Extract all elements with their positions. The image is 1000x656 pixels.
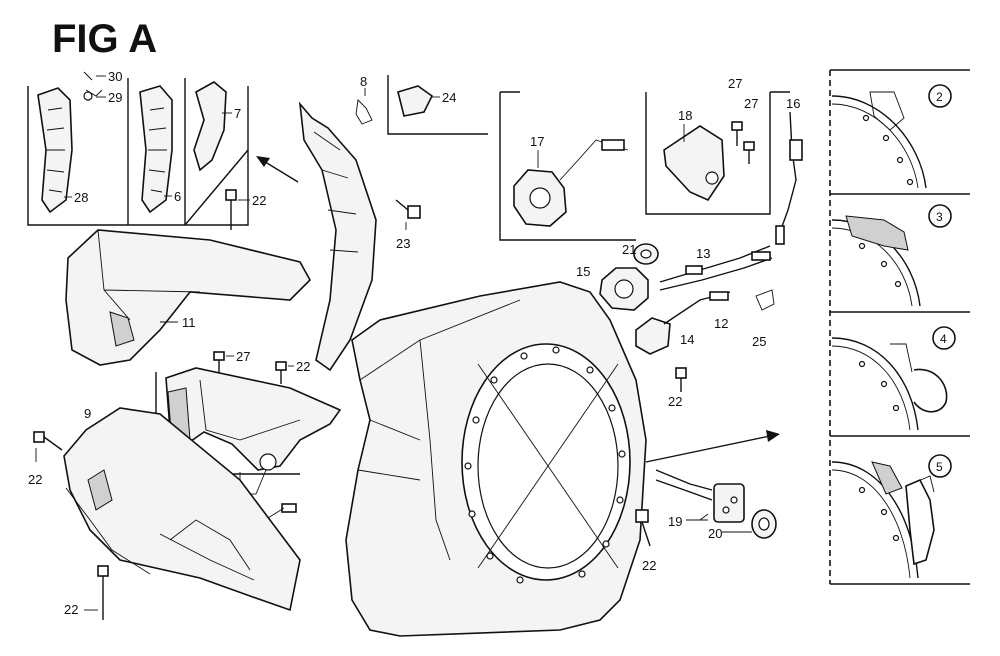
callout-circle-2 [928, 84, 952, 108]
label-9: 9 [84, 406, 91, 421]
callout-4: 4 [940, 332, 947, 346]
clip-part-24-box [387, 75, 488, 135]
label-22-left: 22 [28, 472, 42, 487]
label-27-bracket: 27 [236, 349, 250, 364]
label-7: 7 [234, 106, 241, 121]
shroud-part-6 [139, 85, 173, 214]
label-22-bracket: 22 [296, 359, 310, 374]
label-8: 8 [360, 74, 367, 89]
curved-shroud [298, 101, 377, 372]
detail-panel-5 [831, 454, 952, 579]
detail-panels: 2 3 4 [829, 69, 970, 585]
label-16: 16 [786, 96, 800, 111]
box-part-18 [645, 91, 790, 215]
bolt-22-left [33, 431, 63, 462]
detail-panel-3 [831, 204, 952, 307]
callout-2: 2 [936, 90, 943, 104]
label-27-mid: 27 [744, 96, 758, 111]
label-19: 19 [668, 514, 682, 529]
bolt-22-upper [225, 189, 250, 230]
callout-circle-4 [932, 326, 956, 350]
label-27-top: 27 [728, 76, 742, 91]
label-22-bottom: 22 [64, 602, 78, 617]
callout-circle-3 [928, 204, 952, 228]
bolt-22-bottom [84, 565, 109, 620]
label-15: 15 [576, 264, 590, 279]
callout-circle-5 [928, 454, 952, 478]
inset-shrouds-group [27, 71, 249, 226]
label-12: 12 [714, 316, 728, 331]
duct-part-11 [65, 229, 311, 366]
figure-title: FIG A [52, 17, 157, 61]
label-29: 29 [108, 90, 122, 105]
label-20: 20 [708, 526, 722, 541]
label-22-ign: 22 [668, 394, 682, 409]
box-part-17 [499, 91, 636, 241]
label-30: 30 [108, 69, 122, 84]
label-22-upper: 22 [252, 193, 266, 208]
clip-part-8 [355, 88, 373, 125]
callout-3: 3 [936, 210, 943, 224]
wire-part-16 [775, 111, 803, 245]
sensor-parts-19-20 [655, 469, 777, 539]
control-bracket [155, 367, 342, 513]
label-14: 14 [680, 332, 694, 347]
bolt-22-center [635, 509, 651, 547]
lower-shroud-part-9 [63, 407, 301, 612]
label-25: 25 [752, 334, 766, 349]
label-22-center: 22 [642, 558, 656, 573]
callout-5: 5 [936, 460, 943, 474]
label-28: 28 [74, 190, 88, 205]
label-17: 17 [530, 134, 544, 149]
label-13: 13 [696, 246, 710, 261]
detail-panel-2 [831, 84, 952, 189]
detail-panel-4 [831, 326, 956, 431]
label-21: 21 [622, 242, 636, 257]
label-11: 11 [182, 315, 196, 330]
label-23: 23 [396, 236, 410, 251]
arrow-to-inset [256, 156, 299, 183]
ignition-parts [599, 243, 775, 392]
bolt-23 [395, 199, 421, 230]
label-18: 18 [678, 108, 692, 123]
label-24: 24 [442, 90, 456, 105]
fan-shroud-housing [345, 281, 647, 637]
arrow-to-details [645, 430, 780, 463]
label-6: 6 [174, 189, 181, 204]
shroud-part-7 [193, 81, 227, 172]
